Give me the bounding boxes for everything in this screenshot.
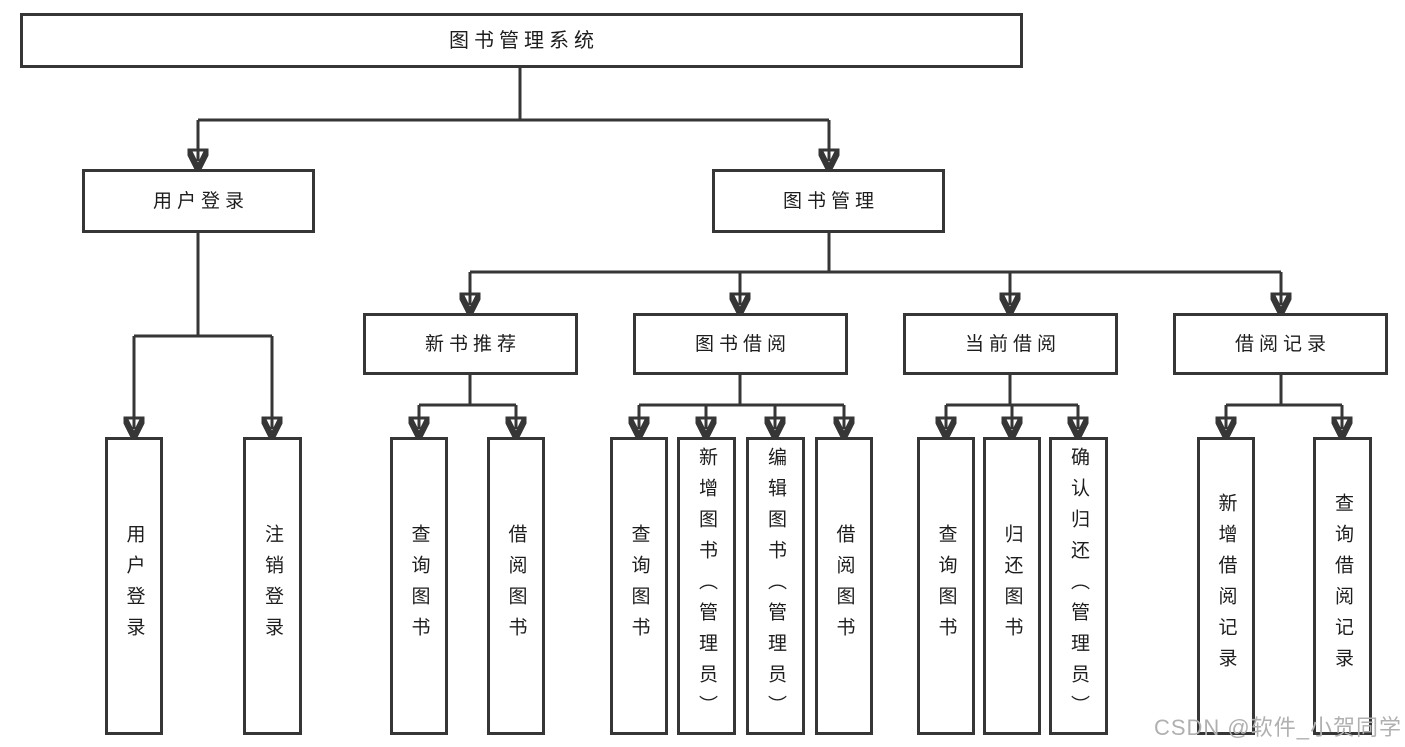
node-label: 归还图书 (1001, 524, 1023, 648)
leaf-borrow-query-book: 查询图书 (610, 437, 668, 735)
node-label: 查询借阅记录 (1332, 493, 1353, 679)
leaf-record-add: 新增借阅记录 (1197, 437, 1255, 735)
node-user-login-branch: 用户登录 (82, 169, 315, 233)
node-label: 新增图书（管理员） (696, 446, 717, 726)
node-label: 图书管理系统 (449, 29, 599, 52)
node-label: 借阅图书 (833, 524, 855, 648)
node-root-system: 图书管理系统 (20, 13, 1023, 68)
node-label: 图书管理 (782, 190, 879, 212)
node-label: 查询图书 (935, 524, 957, 648)
node-label: 确认归还（管理员） (1068, 446, 1089, 726)
leaf-logout: 注销登录 (243, 437, 302, 735)
leaf-current-confirm-return-admin: 确认归还（管理员） (1049, 437, 1108, 735)
leaf-recommend-query-book: 查询图书 (390, 437, 448, 735)
node-borrow-record: 借阅记录 (1173, 313, 1388, 375)
leaf-recommend-borrow-book: 借阅图书 (487, 437, 545, 735)
node-label: 注销登录 (262, 524, 283, 648)
node-label: 用户登录 (123, 524, 145, 648)
leaf-borrow-borrow-book: 借阅图书 (815, 437, 873, 735)
node-label: 当前借阅 (964, 333, 1061, 355)
node-book-manage-branch: 图书管理 (712, 169, 945, 233)
node-book-borrow: 图书借阅 (633, 313, 848, 375)
node-new-recommend: 新书推荐 (363, 313, 578, 375)
node-label: 借阅记录 (1234, 333, 1331, 355)
node-label: 新书推荐 (424, 333, 521, 355)
node-label: 图书借阅 (694, 333, 791, 355)
connector-trunks (134, 68, 1342, 407)
node-label: 查询图书 (408, 524, 430, 648)
node-label: 编辑图书（管理员） (765, 446, 786, 726)
leaf-borrow-edit-book-admin: 编辑图书（管理员） (746, 437, 805, 735)
node-label: 新增借阅记录 (1215, 493, 1237, 679)
connector-arrows (134, 120, 1342, 429)
node-label: 用户登录 (152, 190, 249, 212)
leaf-record-query: 查询借阅记录 (1313, 437, 1372, 735)
leaf-current-query-book: 查询图书 (917, 437, 975, 735)
csdn-watermark: CSDN @软件_小贺同学 (1153, 715, 1402, 740)
node-label: 借阅图书 (505, 524, 527, 648)
leaf-current-return-book: 归还图书 (983, 437, 1041, 735)
leaf-borrow-add-book-admin: 新增图书（管理员） (677, 437, 736, 735)
leaf-user-login: 用户登录 (105, 437, 163, 735)
node-current-borrow: 当前借阅 (903, 313, 1118, 375)
node-label: 查询图书 (628, 524, 650, 648)
